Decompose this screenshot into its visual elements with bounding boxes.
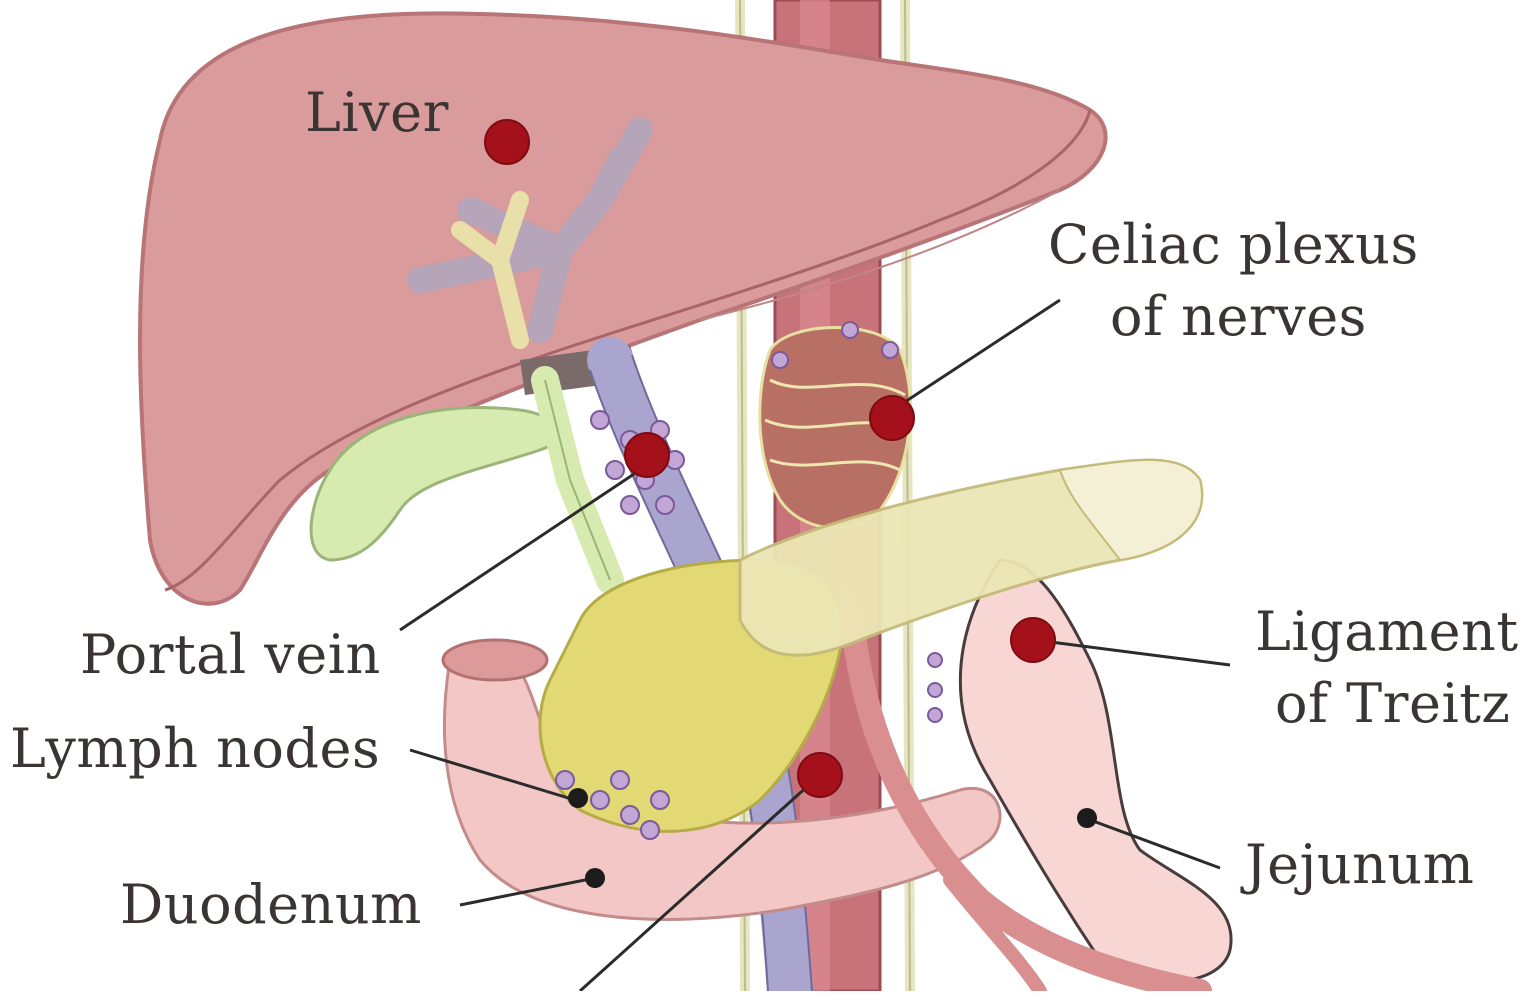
marker-lower (798, 753, 842, 797)
marker-liver (485, 120, 529, 164)
marker-portal-vein (625, 433, 669, 477)
label-lymph-nodes: Lymph nodes (10, 722, 380, 776)
dot-duodenum (585, 868, 605, 888)
marker-celiac (870, 396, 914, 440)
label-portal-vein: Portal vein (80, 628, 381, 682)
duodenum-opening (443, 640, 547, 680)
label-celiac-line1: Celiac plexus (1048, 218, 1419, 272)
dot-jejunum (1077, 808, 1097, 828)
label-liver: Liver (305, 86, 449, 140)
dot-lymph-nodes (568, 788, 588, 808)
label-celiac-line2: of nerves (1110, 290, 1367, 344)
label-ligament-line2: of Treitz (1275, 677, 1510, 731)
marker-ligament (1011, 618, 1055, 662)
label-ligament-line1: Ligament (1255, 605, 1519, 659)
label-jejunum: Jejunum (1245, 838, 1474, 892)
label-duodenum: Duodenum (120, 878, 422, 932)
